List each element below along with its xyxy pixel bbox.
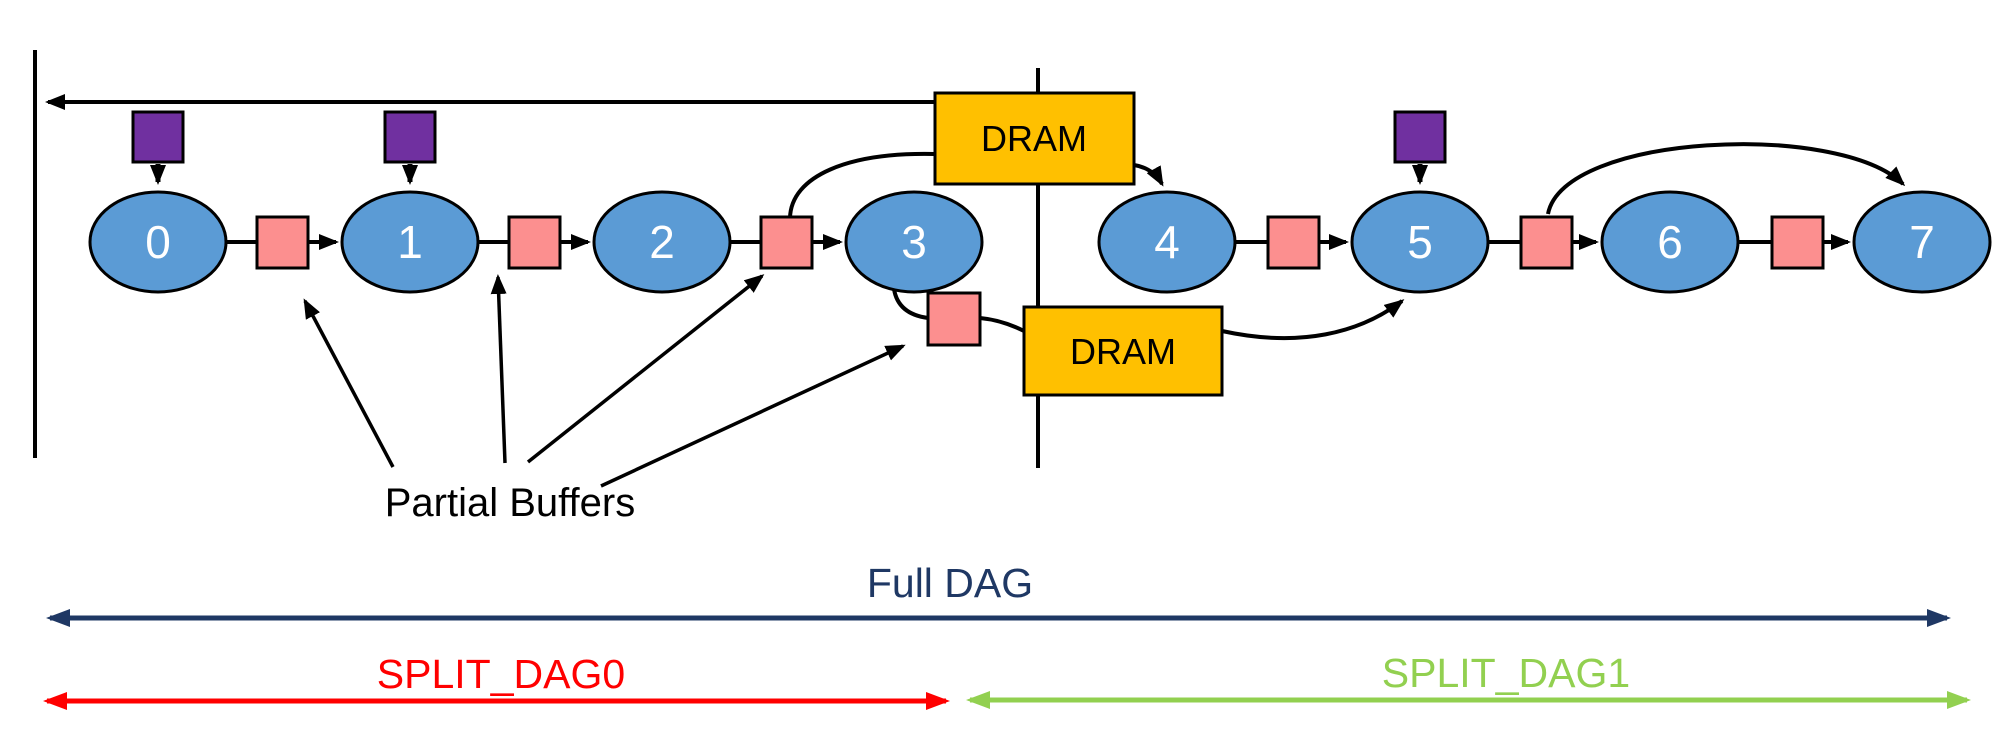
- node4-ellipse: [1097, 190, 1237, 294]
- callout-arrow-buffer23: [526, 274, 765, 464]
- dag-node-7: 7: [1852, 190, 1992, 294]
- buffer56-to-node7-arrow: [1546, 142, 1906, 215]
- callout-arrow-buffer12: [490, 274, 507, 464]
- full-dag-label: Full DAG: [867, 560, 1033, 606]
- dag-node-6: 6: [1600, 190, 1740, 294]
- node6-label: 6: [1657, 216, 1683, 268]
- node5-label: 5: [1407, 216, 1433, 268]
- dram-box-bottom: DRAM: [1022, 305, 1224, 397]
- dag-node-5: 5: [1350, 190, 1490, 294]
- partial-buffer-5-6: [1519, 215, 1574, 270]
- node0-ellipse: [88, 190, 228, 294]
- callout-arrow-buffer3out: [600, 344, 906, 488]
- partial-buffers-label: Partial Buffers: [385, 481, 636, 525]
- split-dag0-label: SPLIT_DAG0: [377, 651, 625, 697]
- partial-buffer-node3-output: [926, 291, 982, 347]
- split-dag1-label: SPLIT_DAG1: [1382, 650, 1630, 696]
- input-block-node0: [131, 110, 185, 164]
- buffer23-to-dram-curve: [788, 151, 936, 219]
- partial-buffer-1-2: [507, 215, 562, 270]
- partial-buffer-2-3: [759, 215, 814, 270]
- node0-label: 0: [145, 216, 171, 268]
- input-block-node5: [1393, 110, 1447, 164]
- node3-to-output-buffer-curve: [892, 288, 929, 320]
- node5-ellipse: [1350, 190, 1490, 294]
- node3-label: 3: [901, 216, 927, 268]
- node2-ellipse: [592, 190, 732, 294]
- output-buffer-to-dram-curve: [979, 316, 1025, 333]
- dram-to-node5-arrow: [1221, 299, 1405, 341]
- dag-node-3: 3: [844, 190, 984, 294]
- node3-ellipse: [844, 190, 984, 294]
- node1-ellipse: [340, 190, 480, 294]
- partial-buffer-4-5: [1266, 215, 1321, 270]
- dag-node-2: 2: [592, 190, 732, 294]
- dram-top-rect: [933, 91, 1136, 186]
- node4-label: 4: [1154, 216, 1180, 268]
- node1-label: 1: [397, 216, 423, 268]
- dag-node-1: 1: [340, 190, 480, 294]
- partial-buffer-0-1: [255, 215, 310, 270]
- callout-arrow-buffer01: [303, 298, 395, 468]
- node6-ellipse: [1600, 190, 1740, 294]
- dag-node-0: 0: [88, 190, 228, 294]
- dram-to-node4-arrow: [1133, 163, 1164, 187]
- dram-box-top: DRAM: [933, 91, 1136, 186]
- node2-label: 2: [649, 216, 675, 268]
- partial-buffer-6-7: [1770, 215, 1825, 270]
- node7-ellipse: [1852, 190, 1992, 294]
- input-block-node1: [383, 110, 437, 164]
- dram-bottom-label: DRAM: [1070, 331, 1176, 372]
- dram-top-label: DRAM: [981, 118, 1087, 159]
- dag-node-4: 4: [1097, 190, 1237, 294]
- node7-label: 7: [1909, 216, 1935, 268]
- dram-bottom-rect: [1022, 305, 1224, 397]
